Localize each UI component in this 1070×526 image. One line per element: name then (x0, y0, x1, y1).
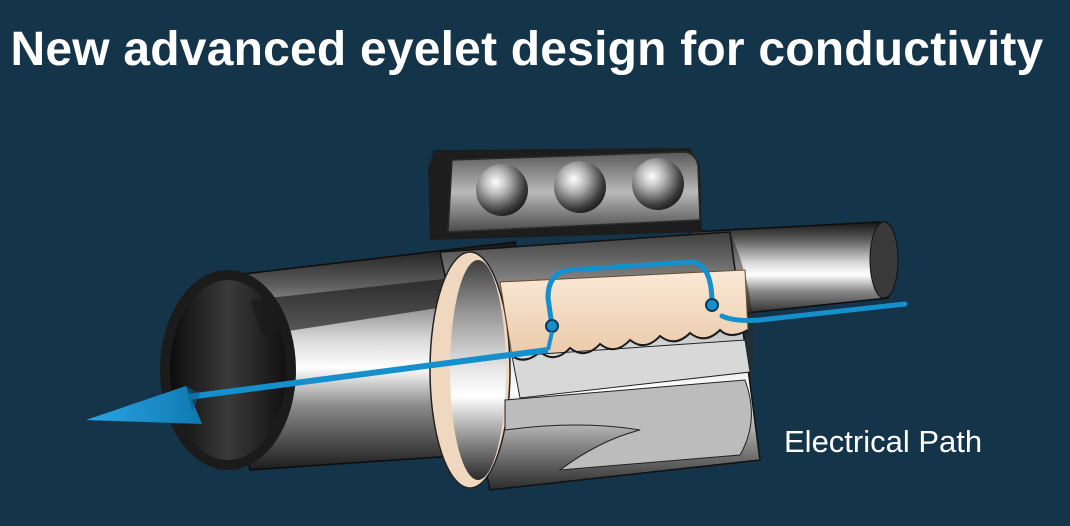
bolt-head-icon (632, 158, 684, 210)
gasket-cutaway (499, 269, 752, 471)
diagram-title: New advanced eyelet design for conductiv… (10, 23, 1044, 76)
clamp-housing (428, 148, 702, 240)
electrical-path (86, 259, 908, 424)
bolt-head-icon (476, 164, 528, 216)
bolt-head-icon (554, 161, 606, 213)
electrical-path-label: Electrical Path (784, 424, 983, 459)
arrow-left-icon (86, 386, 202, 424)
